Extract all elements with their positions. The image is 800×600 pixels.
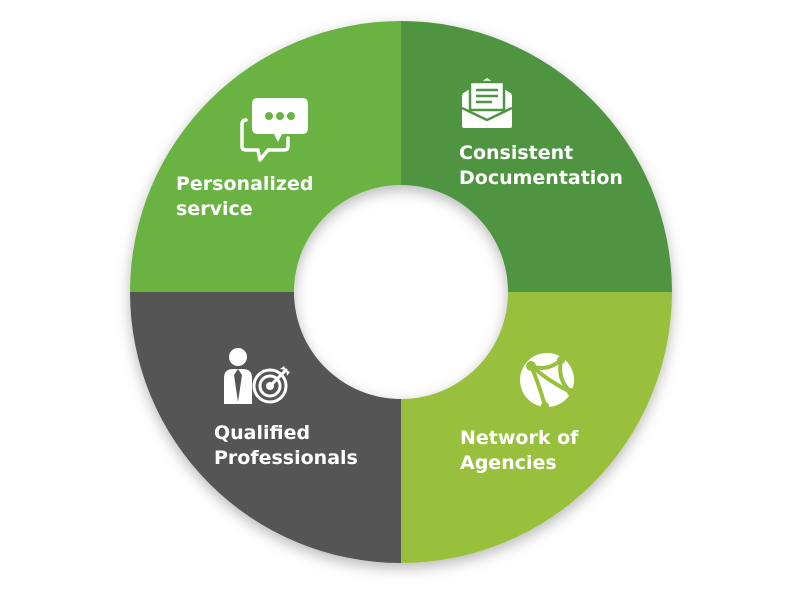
label-network-line1: Network of <box>460 427 579 449</box>
donut-ring <box>130 21 672 563</box>
label-personalized-line2: service <box>176 198 253 220</box>
globe-network-icon <box>520 353 575 410</box>
professional-target-icon <box>224 348 290 404</box>
envelope-letter-icon <box>461 78 513 128</box>
segment-personalized-service <box>130 21 401 292</box>
label-documentation-line1: Consistent <box>459 142 573 164</box>
segment-network-of-agencies <box>401 292 672 563</box>
label-personalized-line1: Personalized <box>176 173 313 195</box>
label-network-line2: Agencies <box>460 452 557 474</box>
segment-qualified-professionals <box>130 292 401 563</box>
label-documentation-line2: Documentation <box>459 167 623 189</box>
label-qualified-line2: Professionals <box>214 447 358 469</box>
label-qualified-line1: Qualified <box>214 422 310 444</box>
chat-bubbles-icon <box>240 98 308 162</box>
